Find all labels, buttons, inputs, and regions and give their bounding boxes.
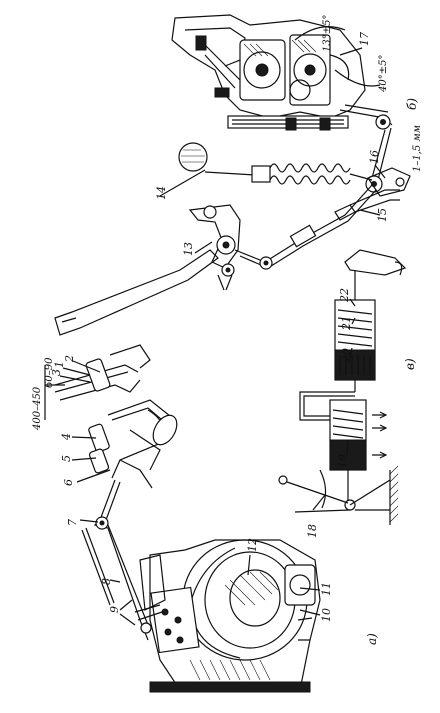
release-lever-18 [278,465,399,525]
callout-21: 21 [340,316,353,331]
gearbox-housing [171,14,366,119]
gearbox-flange [227,115,349,131]
callout-16: 16 [368,150,381,164]
assembly-b [54,14,411,336]
angle-arc-upper [294,26,346,41]
dimension-angle-upper: 13°±5° [322,15,333,52]
callout-9: 9 [108,606,121,613]
callout-11: 11 [320,582,333,596]
callout-6: 6 [62,479,75,486]
callout-labels: 1 2 3 4 5 6 7 8 9 10 11 12 13 14 15 16 1… [50,32,389,622]
control-handles [54,344,178,489]
linkage-rod-7-8 [81,479,149,641]
callout-18: 18 [306,524,319,538]
callout-14: 14 [155,186,168,200]
dimension-handle-length: 400–450 [32,386,43,431]
spring-rod-14 [178,142,373,185]
callout-12: 12 [246,538,259,552]
leader-lines [44,47,386,626]
subfigure-label-v: в) [403,358,417,370]
callout-3: 3 [50,369,63,376]
gearbox-body [134,539,321,693]
callout-10: 10 [320,608,333,622]
callout-5: 5 [60,455,73,462]
callout-7: 7 [66,519,79,526]
callout-20: 20 [340,348,353,363]
callout-8: 8 [100,578,113,585]
subfigure-label-a: а) [365,633,379,645]
callout-17: 17 [358,32,371,46]
angle-arc-lower [334,69,381,87]
assembly-a [54,344,321,693]
schematic-v [278,249,407,525]
dimension-labels: 400–450 60–90 1–1,5 мм 13°±5° 40°±5° [32,15,423,431]
callout-13: 13 [182,242,195,256]
dimension-handle-offset: 60–90 [44,357,55,388]
hydraulic-pipe [299,391,355,421]
callout-1: 1 [53,361,66,368]
subfigure-label-b: б) [405,98,419,110]
dimension-clearance: 1–1,5 мм [412,125,423,172]
callout-22: 22 [338,288,351,303]
pedal-arrow [394,261,403,276]
slave-cylinder [329,399,388,500]
callout-19: 19 [336,454,349,468]
dimension-angle-lower: 40°±5° [378,55,389,93]
link-rod-15 [234,184,400,270]
callout-2: 2 [63,355,76,363]
subfigure-labels: а) б) в) [365,98,419,645]
callout-15: 15 [376,208,389,222]
shift-lever-13 [54,204,241,336]
pedal [344,249,407,276]
master-cylinder [334,270,376,392]
callout-4: 4 [60,433,73,441]
